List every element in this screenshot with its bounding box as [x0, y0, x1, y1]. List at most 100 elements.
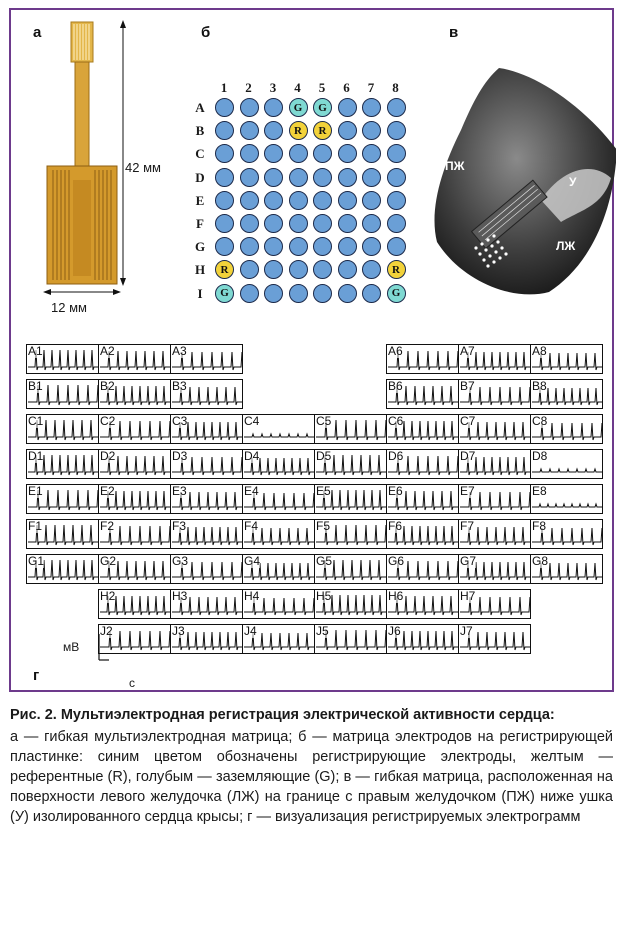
recording-electrode	[386, 144, 406, 164]
electrogram-trace	[244, 492, 314, 511]
electrogram-trace	[172, 351, 242, 371]
electrogram-cell: E3	[170, 484, 243, 514]
electrogram-trace	[28, 489, 98, 511]
matrix-column-number: 1	[220, 80, 228, 95]
electrogram-trace	[316, 419, 386, 441]
electrogram-trace	[28, 524, 98, 546]
electrogram-label: E5	[316, 484, 331, 498]
electrogram-cell: C6	[386, 414, 459, 444]
electrogram-cell: H6	[386, 589, 459, 619]
ground-electrode: G	[288, 98, 308, 117]
electrogram-trace	[532, 352, 602, 371]
recording-electrode	[288, 260, 308, 280]
electrogram-cell: E1	[26, 484, 99, 514]
ear-label: У	[569, 175, 577, 189]
electrogram-cell: C8	[530, 414, 603, 444]
recording-electrode	[337, 167, 357, 187]
recording-electrode	[215, 190, 234, 210]
electrogram-cell: C5	[314, 414, 387, 444]
electrogram-cell: G4	[242, 554, 315, 584]
recording-electrode	[264, 214, 283, 233]
recording-electrode	[362, 283, 381, 303]
electrogram-label: F8	[532, 519, 547, 533]
electrogram-cell: D5	[314, 449, 387, 479]
electrogram-label: B3	[172, 379, 187, 393]
electrogram-cell: A1	[26, 344, 99, 374]
recording-electrode	[215, 214, 234, 233]
electrogram-trace	[460, 456, 530, 476]
electrogram-cell: B3	[170, 379, 243, 409]
recording-electrode	[386, 121, 406, 141]
recording-electrode	[288, 237, 308, 257]
electrogram-label: A6	[388, 344, 403, 358]
recording-electrode	[313, 190, 332, 210]
electrogram-label: E1	[28, 484, 43, 498]
electrogram-cell: G8	[530, 554, 603, 584]
electrogram-label: E7	[460, 484, 475, 498]
matrix-column-number: 3	[269, 80, 277, 95]
matrix-row-letter: C	[195, 146, 205, 162]
electrogram-trace	[460, 491, 530, 511]
electrogram-label: G8	[532, 554, 549, 568]
matrix-row-letter: B	[195, 123, 205, 139]
recording-electrode	[264, 260, 283, 280]
recording-electrode	[264, 144, 283, 164]
electrogram-trace	[460, 596, 530, 616]
recording-electrode	[215, 237, 234, 257]
electrogram-label: J2	[100, 624, 113, 638]
electrogram-trace	[28, 559, 98, 581]
recording-electrode	[386, 98, 406, 117]
recording-electrode	[337, 214, 357, 233]
electrogram-label: J4	[244, 624, 257, 638]
electrogram-trace	[532, 422, 602, 441]
electrogram-label: G2	[100, 554, 117, 568]
electrogram-cell: J4	[242, 624, 315, 654]
matrix-row-letter: G	[194, 239, 206, 255]
electrogram-cell: A7	[458, 344, 531, 374]
electrogram-label: F4	[244, 519, 259, 533]
electrogram-label: B7	[460, 379, 475, 393]
recording-electrode	[362, 260, 381, 280]
recording-electrode	[264, 98, 283, 117]
electrogram-cell: A3	[170, 344, 243, 374]
electrogram-trace	[100, 490, 170, 511]
matrix-row-letter: H	[194, 262, 206, 278]
electrogram-cell: E5	[314, 484, 387, 514]
electrogram-trace	[172, 491, 242, 511]
electrogram-label: C4	[244, 414, 260, 428]
recording-electrode	[239, 144, 259, 164]
rv-label: ПЖ	[445, 159, 465, 173]
electrogram-trace	[388, 490, 458, 511]
electrogram-cell: D6	[386, 449, 459, 479]
electrogram-label: A2	[100, 344, 115, 358]
electrogram-cell: F3	[170, 519, 243, 549]
electrogram-cell: D2	[98, 449, 171, 479]
recording-electrode	[337, 121, 357, 141]
electrogram-trace	[316, 559, 386, 581]
lv-label: ЛЖ	[556, 239, 575, 253]
electrogram-trace	[460, 561, 530, 581]
electrogram-label: C5	[316, 414, 332, 428]
electrogram-cell: C4	[242, 414, 315, 444]
caption-body: а — гибкая мультиэлектродная матрица; б …	[10, 729, 613, 825]
recording-electrode	[313, 260, 332, 280]
electrogram-trace	[460, 351, 530, 371]
electrogram-label: D7	[460, 449, 476, 463]
electrogram-cell: D3	[170, 449, 243, 479]
electrogram-label: J6	[388, 624, 401, 638]
electrogram-trace	[532, 562, 602, 581]
electrogram-trace	[244, 432, 314, 438]
matrix-row-letter: E	[195, 192, 205, 208]
electrogram-cell: B1	[26, 379, 99, 409]
recording-electrode	[239, 283, 259, 303]
figure-frame: а	[9, 8, 616, 692]
recording-electrode	[362, 167, 381, 187]
voltage-unit-label: мВ	[63, 640, 80, 654]
recording-electrode	[337, 144, 357, 164]
electrogram-label: H3	[172, 589, 188, 603]
electrogram-trace	[244, 597, 314, 616]
electrogram-trace	[28, 454, 98, 476]
electrogram-cell: C1	[26, 414, 99, 444]
electrogram-label: G4	[244, 554, 261, 568]
